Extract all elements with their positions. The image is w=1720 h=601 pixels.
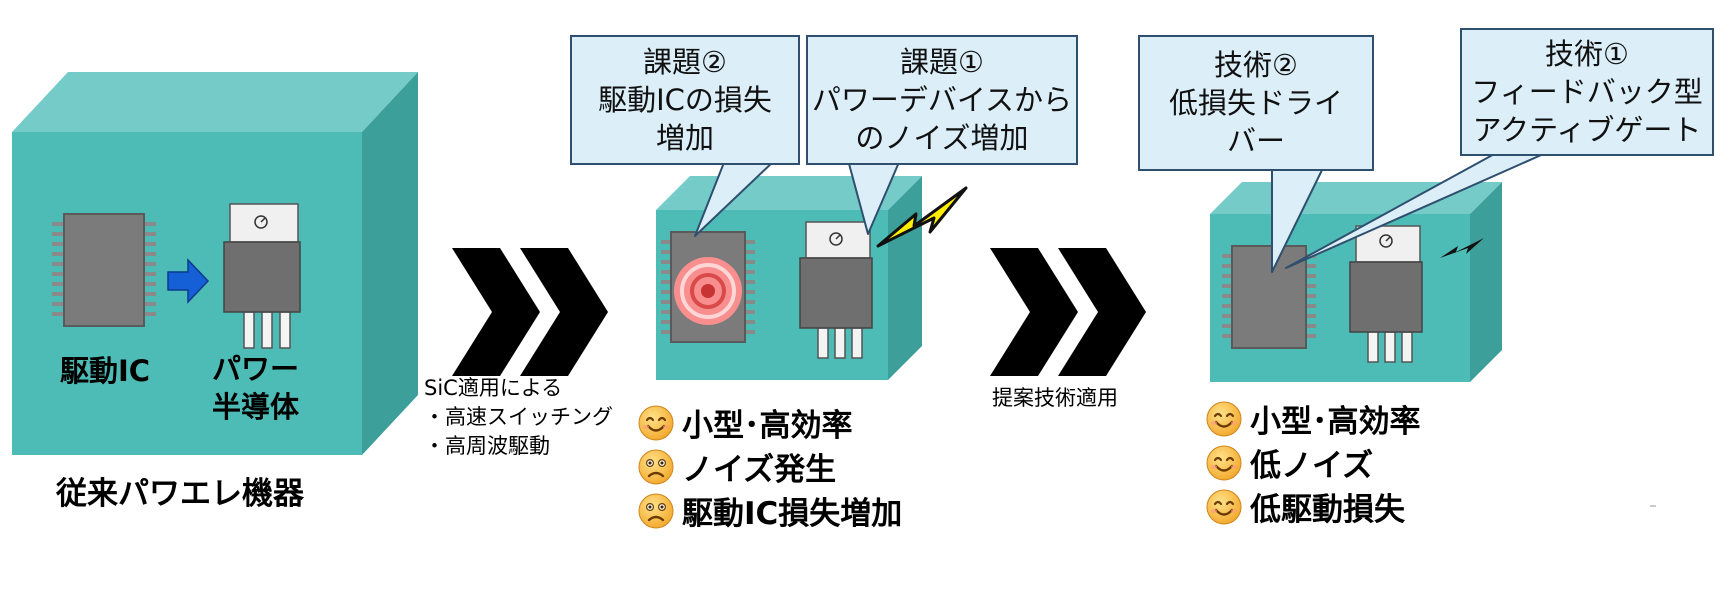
- callout-tech2-line3: バー: [1226, 124, 1285, 158]
- proposal-note: 提案技術適用: [992, 386, 1118, 410]
- callout-issue1-line3: のノイズ増加: [855, 121, 1029, 155]
- callout-issue1-line1: 課題①: [900, 45, 984, 79]
- result-middle-1-text: 小型･高効率: [682, 408, 853, 444]
- signal-arrow: [167, 258, 210, 304]
- noise-lightning-icon: [876, 186, 968, 248]
- happy-face-icon: [638, 405, 674, 440]
- result-right-1: 小型･高効率: [1206, 396, 1421, 441]
- result-middle-2-text: ノイズ発生: [682, 452, 837, 488]
- callout-tech1-line3: アクティブゲート: [1472, 113, 1702, 147]
- sic-note-line1: SiC適用による: [424, 376, 563, 400]
- sic-note: SiC適用による ・高速スイッチング ・高周波駆動: [424, 374, 613, 461]
- power-semiconductor-label-line2: 半導体: [212, 390, 300, 424]
- callout-issue1: 課題① パワーデバイスから のノイズ増加: [806, 35, 1078, 165]
- result-right-2-text: 低ノイズ: [1250, 448, 1374, 484]
- callout-issue2: 課題② 駆動ICの損失 増加: [570, 35, 800, 165]
- driver-ic-label: 駆動IC: [60, 354, 151, 388]
- callout-tech1-line2: フィードバック型: [1471, 75, 1703, 109]
- hot-driver-ic-chip: [661, 231, 755, 343]
- chevron-arrow-1: [452, 248, 608, 376]
- sic-note-line2: ・高速スイッチング: [424, 405, 613, 429]
- result-right-3: 低駆動損失: [1206, 484, 1405, 529]
- chevron-arrow-2: [990, 248, 1146, 376]
- driver-ic-chip: [52, 213, 156, 327]
- conventional-device-label: 従来パワエレ機器: [56, 476, 304, 512]
- callout-tech2: 技術② 低損失ドライ バー: [1138, 35, 1374, 171]
- result-middle-3: 駆動IC損失増加: [638, 488, 902, 533]
- small-noise-icon: [1440, 238, 1484, 258]
- callout-issue2-line1: 課題②: [643, 45, 727, 79]
- result-middle-1: 小型･高効率: [638, 400, 853, 445]
- sic-note-line3: ・高周波駆動: [424, 434, 550, 458]
- power-transistor: [799, 221, 873, 359]
- callout-tech1-line1: 技術①: [1545, 37, 1629, 71]
- sad-face-icon: [638, 449, 674, 484]
- result-middle-3-text: 駆動IC損失増加: [682, 496, 903, 532]
- happy-face-icon: [1206, 401, 1242, 436]
- callout-issue1-line2: パワーデバイスから: [811, 83, 1073, 117]
- result-right-1-text: 小型･高効率: [1250, 404, 1421, 440]
- sad-face-icon: [638, 493, 674, 528]
- callout-issue2-line3: 増加: [655, 121, 714, 155]
- result-right-2: 低ノイズ: [1206, 440, 1373, 485]
- result-middle-2: ノイズ発生: [638, 444, 836, 489]
- power-transistor: [223, 203, 301, 349]
- callout-tech2-line2: 低損失ドライ: [1168, 86, 1343, 120]
- callout-tech2-line1: 技術②: [1214, 48, 1298, 82]
- low-loss-driver-chip: [1222, 245, 1316, 349]
- happy-face-icon: [1206, 445, 1242, 480]
- happy-face-icon: [1206, 489, 1242, 524]
- callout-issue2-line2: 駆動ICの損失: [598, 83, 772, 117]
- result-right-3-text: 低駆動損失: [1250, 492, 1405, 528]
- callout-tech1: 技術① フィードバック型 アクティブゲート: [1460, 28, 1714, 156]
- power-semiconductor-label-line1: パワー: [212, 352, 300, 386]
